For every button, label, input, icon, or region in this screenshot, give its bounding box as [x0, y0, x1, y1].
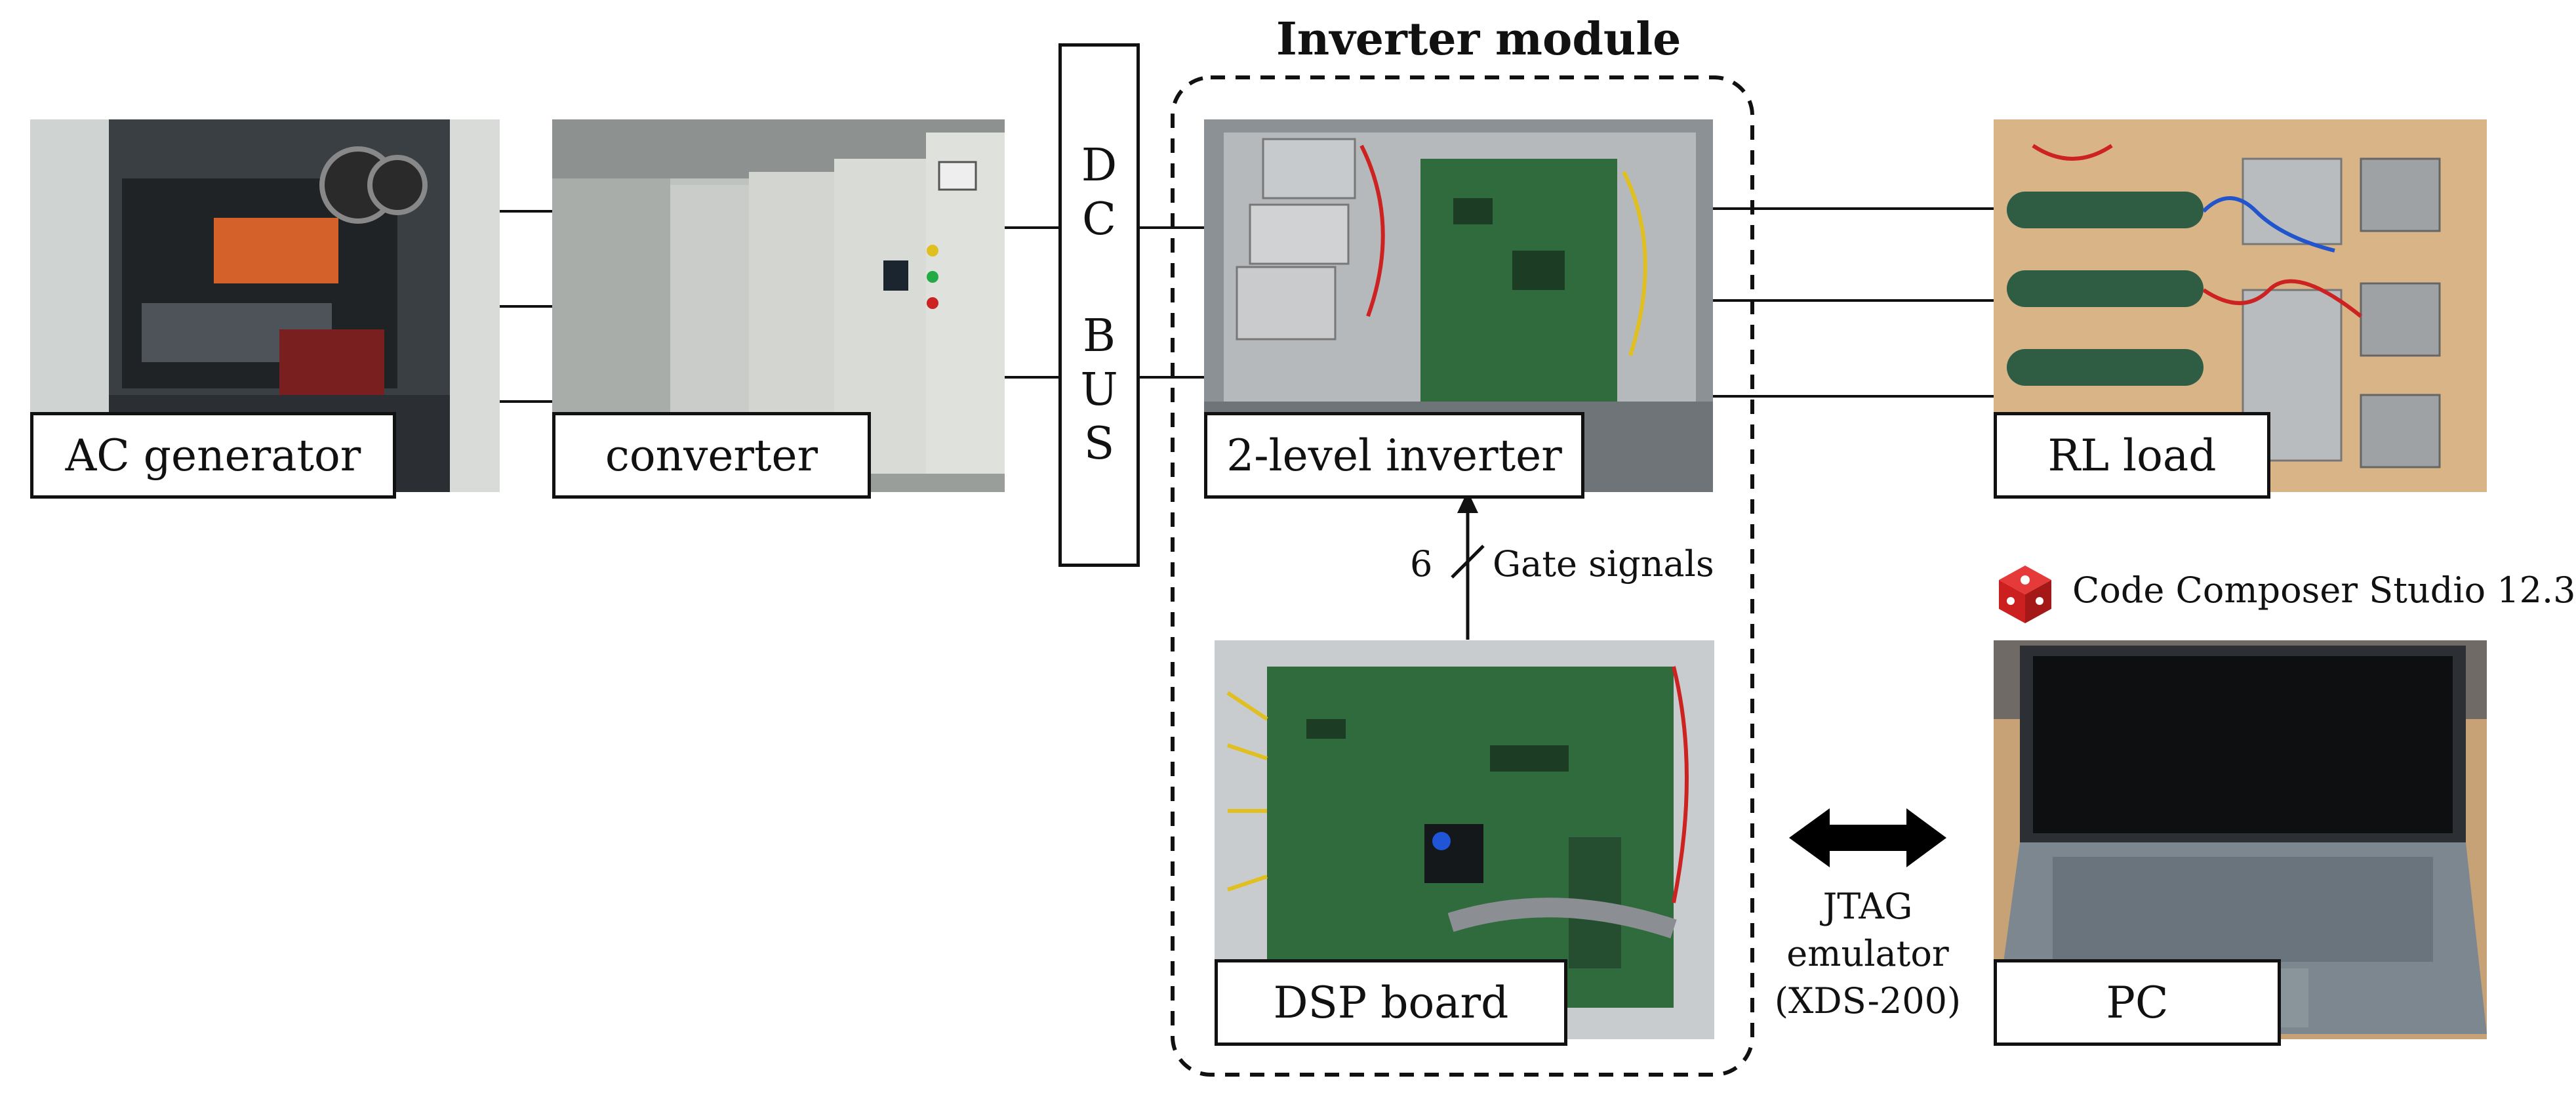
jtag-line-1: JTAG	[1822, 886, 1913, 927]
dc-bus-letter-b: B	[1083, 310, 1116, 362]
gate-signals-label: Gate signals	[1493, 543, 1714, 585]
gate-slash	[1451, 545, 1485, 579]
ccs-logo-icon	[1994, 563, 2057, 626]
dsp-board-label: DSP board	[1215, 959, 1567, 1046]
pc-label: PC	[1994, 959, 2281, 1046]
dc-bus-letter-c: C	[1081, 194, 1117, 245]
jtag-line-3: (XDS-200)	[1774, 980, 1962, 1022]
gate-signal-count: 6	[1410, 543, 1433, 585]
dc-bus-box: D C B U S	[1058, 43, 1140, 567]
dc-bus-letter-d: D	[1081, 140, 1117, 192]
inverter-module-boundary	[1171, 75, 1754, 1077]
gate-arrow-head	[1457, 491, 1478, 513]
jtag-line-2: emulator	[1786, 933, 1949, 974]
ac-generator-label: AC generator	[30, 412, 396, 499]
jtag-double-arrow	[1789, 808, 1946, 867]
ccs-label: Code Composer Studio 12.3	[2072, 569, 2576, 611]
converter-label: converter	[552, 412, 871, 499]
inverter-label: 2-level inverter	[1204, 412, 1584, 499]
dc-bus-letter-s: S	[1083, 418, 1115, 470]
rl-load-label: RL load	[1994, 412, 2270, 499]
connection-lines	[498, 75, 1994, 1077]
module-title: Inverter module	[1276, 13, 1681, 66]
dc-bus-letter-u: U	[1080, 364, 1118, 416]
